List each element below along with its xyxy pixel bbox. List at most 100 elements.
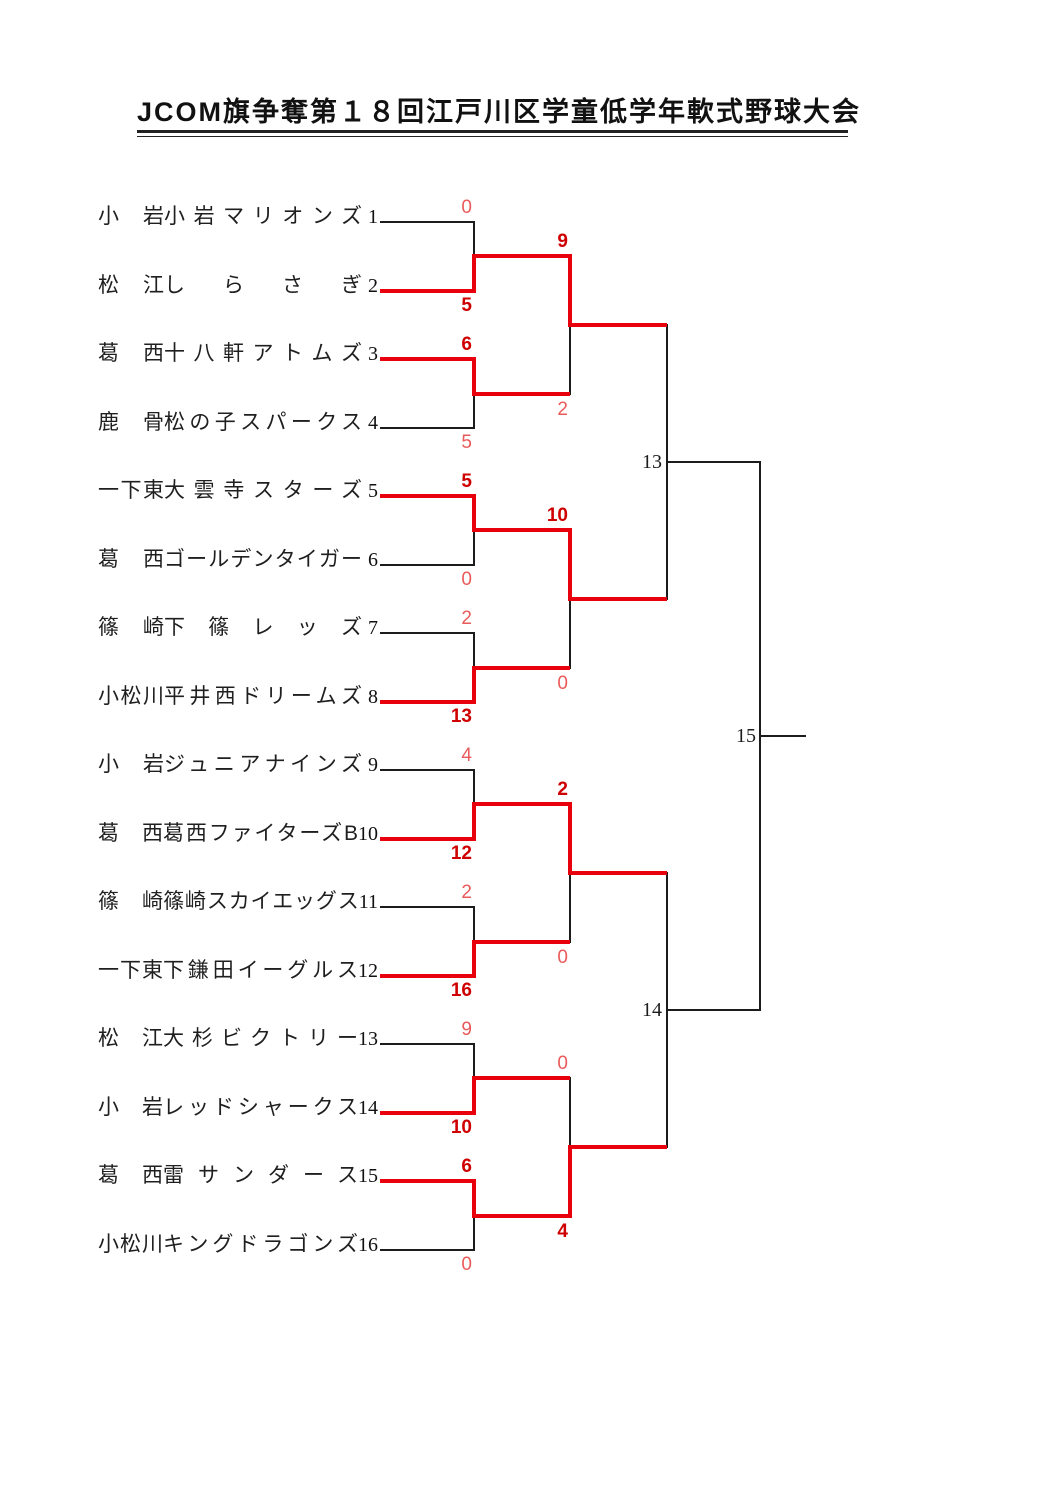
round1-score: 0 [461,569,472,590]
team-region: 葛西 [98,1164,163,1187]
winner-line [472,1179,476,1218]
winner-line [380,289,474,293]
bracket-line [667,1009,760,1011]
team-name: 葛西ファイターズB [163,822,358,845]
bracket-line [380,632,474,634]
winner-line [380,1179,474,1183]
winner-line [568,528,572,601]
winner-line [570,1145,667,1149]
team-name: 十八軒アトムズ [164,342,362,365]
winner-line [474,1214,570,1218]
winner-line [380,700,474,704]
bracket-line [380,906,474,908]
round1-score: 5 [461,432,472,453]
team-number: 9 [368,754,378,776]
round1-score: 10 [450,1117,472,1138]
bracket-line [380,564,474,566]
round2-score: 0 [557,673,568,694]
winner-line [570,323,667,327]
team-region: 葛西 [98,548,164,571]
winner-line [472,802,476,841]
team-number: 3 [368,343,378,365]
round2-score: 10 [546,505,568,526]
winner-line [380,357,474,361]
bracket-line [569,1077,571,1148]
team-name: 大杉ビクトリー [163,1027,358,1050]
round1-score: 2 [461,608,472,629]
team-number: 11 [358,891,378,913]
winner-line [568,254,572,327]
team-region: 松江 [98,274,164,297]
bracket-line [380,427,474,429]
bracket-line [569,324,571,395]
round1-score: 6 [461,334,472,355]
bracket-line [380,1249,474,1251]
round1-score: 12 [450,843,472,864]
round1-score: 0 [461,197,472,218]
team-number: 1 [368,206,378,228]
team-region: 一下東 [98,479,164,502]
winner-line [472,494,476,532]
bracket-line [473,393,475,429]
winner-line [380,1111,474,1115]
round2-score: 0 [557,1053,568,1074]
team-name: レッドシャークス [163,1096,358,1119]
team-name: ゴールデンタイガー [164,548,362,571]
team-row: 葛西十八軒アトムズ 3 [98,342,380,366]
winner-line [472,254,476,293]
game-number-semifinal-1: 13 [642,451,662,473]
team-number: 2 [368,275,378,297]
team-name: 下篠レッズ [164,616,362,639]
team-name: 小岩マリオンズ [164,205,362,228]
winner-line [570,597,667,601]
team-region: 松江 [98,1027,163,1050]
game-number-semifinal-2: 14 [642,999,662,1021]
bracket-line [380,221,474,223]
tournament-title: JCOM旗争奪第１８回江戸川区学童低学年軟式野球大会 [137,97,862,127]
team-number: 12 [358,960,378,982]
champion-line [760,735,806,737]
winner-line [474,392,570,396]
bracket-line [473,1215,475,1251]
team-number: 6 [368,549,378,571]
winner-line [472,666,476,704]
team-region: 葛西 [98,342,164,365]
winner-line [568,1145,572,1218]
bracket-line [473,632,475,669]
team-region: 一下東 [98,959,163,982]
team-region: 小松川 [98,1233,163,1256]
winner-line [474,666,570,670]
round1-score: 9 [461,1019,472,1040]
team-number: 4 [368,412,378,434]
team-number: 14 [358,1097,378,1119]
team-number: 16 [358,1234,378,1256]
round1-score: 5 [461,295,472,316]
team-name: 松の子スパークス [164,411,362,434]
round1-score: 13 [450,706,472,727]
bracket-line [380,769,474,771]
bracket-line [473,529,475,566]
round1-score: 4 [461,745,472,766]
team-region: 鹿骨 [98,411,164,434]
team-row: 葛西ゴールデンタイガー 6 [98,548,380,572]
bracket-line [473,1043,475,1079]
team-name: 雷サンダース [163,1164,358,1187]
round2-score: 2 [557,779,568,800]
team-number: 8 [368,686,378,708]
team-number: 5 [368,480,378,502]
round1-score: 16 [450,980,472,1001]
team-name: キングドラゴンズ [163,1233,358,1256]
team-number: 10 [358,823,378,845]
round1-score: 2 [461,882,472,903]
round1-score: 0 [461,1254,472,1275]
winner-line [472,940,476,978]
team-name: ジュニアナインズ [164,753,362,776]
team-row: 鹿骨松の子スパークス 4 [98,411,380,435]
team-region: 小岩 [98,753,164,776]
